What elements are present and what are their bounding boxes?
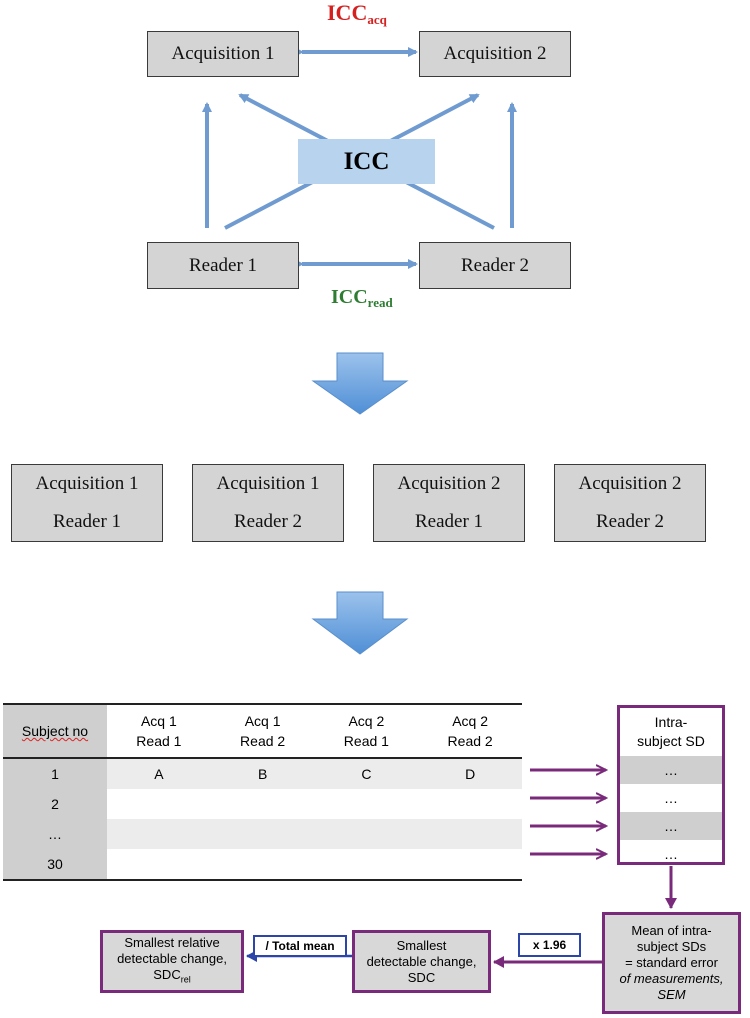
times-1-96-label: x 1.96: [518, 933, 581, 957]
sem-box: Mean of intra- subject SDs = standard er…: [602, 912, 741, 1014]
sd-cell: …: [620, 812, 722, 840]
icc-acq-sub: acq: [367, 12, 387, 27]
value-cell: [107, 819, 211, 849]
header-acq2-read1: Acq 2 Read 1: [314, 703, 419, 759]
icc-acq-main: ICC: [327, 0, 368, 25]
sem-line: subject SDs: [636, 939, 707, 954]
header-acq1-read1: Acq 1 Read 1: [107, 703, 211, 759]
header-acq2-read2: Acq 2 Read 2: [418, 703, 522, 759]
combo-box-1: Acquisition 1 Reader 1: [11, 464, 163, 542]
sdc-line: SDC: [407, 969, 436, 985]
sdc-rel-line: Smallest relative: [124, 935, 220, 951]
combo-acq-label: Acquisition 2: [397, 473, 501, 494]
value-cell: [315, 789, 419, 819]
sdc-rel-text: SDC: [153, 967, 181, 983]
sd-cell: …: [664, 790, 678, 806]
value-cell: [107, 789, 211, 819]
combo-acq-label: Acquisition 2: [578, 473, 682, 494]
reader-1-box: Reader 1: [147, 242, 299, 289]
divide-total-mean-label: / Total mean: [253, 935, 347, 957]
intra-subject-sd-column: Intra- subject SD … … … …: [617, 705, 725, 865]
table-row: …: [3, 819, 522, 849]
subject-cell: 1: [3, 758, 107, 789]
icc-read-label: ICCread: [331, 286, 393, 311]
header-subject-no: Subject no: [3, 703, 107, 759]
sd-cell: …: [664, 846, 678, 862]
sem-line: Mean of intra-: [631, 923, 712, 938]
down-arrow-1: [311, 352, 409, 415]
table-row: 2: [3, 789, 522, 819]
combo-reader-label: Reader 1: [414, 511, 484, 532]
value-cell: [210, 819, 315, 849]
icc-acq-label: ICCacq: [327, 0, 387, 28]
sem-line: SEM: [657, 987, 686, 1002]
acquisition-1-box: Acquisition 1: [147, 31, 299, 77]
combo-reader-label: Reader 2: [595, 511, 665, 532]
value-cell: [211, 789, 315, 819]
sdc-rel-line: SDCrel: [153, 967, 190, 988]
header-acq1-read2: Acq 1 Read 2: [210, 703, 315, 759]
value-cell: [418, 789, 522, 819]
subject-cell: 2: [3, 789, 107, 819]
table-row: 30: [3, 849, 522, 881]
down-arrow-2: [311, 591, 409, 655]
value-cell: C: [314, 758, 419, 789]
table-header-row: Subject no Acq 1 Read 1 Acq 1 Read 2 Acq…: [3, 703, 522, 759]
sd-cell: …: [620, 756, 722, 784]
combo-reader-label: Reader 2: [233, 511, 303, 532]
sdc-line: detectable change,: [366, 953, 477, 969]
sem-line: of measurements,: [619, 971, 724, 986]
reader-2-box: Reader 2: [419, 242, 571, 289]
combo-acq-label: Acquisition 1: [35, 473, 139, 494]
value-cell: D: [418, 758, 522, 789]
sd-header: Intra- subject SD: [637, 714, 705, 749]
icc-read-sub: read: [367, 295, 393, 310]
sdc-line: Smallest: [396, 937, 447, 953]
table-row: 1 A B C D: [3, 758, 522, 789]
combo-box-4: Acquisition 2 Reader 2: [554, 464, 706, 542]
value-cell: [418, 849, 522, 881]
sem-line: = standard error: [625, 955, 718, 970]
sdc-rel-sub: rel: [180, 974, 191, 985]
value-cell: [210, 849, 315, 881]
combo-acq-label: Acquisition 1: [216, 473, 320, 494]
icc-read-main: ICC: [331, 286, 368, 308]
combo-reader-label: Reader 1: [52, 511, 122, 532]
combo-box-3: Acquisition 2 Reader 1: [373, 464, 525, 542]
value-cell: [107, 849, 211, 881]
value-cell: B: [210, 758, 315, 789]
value-cell: [314, 849, 419, 881]
combo-box-2: Acquisition 1 Reader 2: [192, 464, 344, 542]
icc-center-label: ICC: [298, 139, 435, 184]
sdc-box: Smallest detectable change, SDC: [352, 930, 491, 993]
acquisition-2-box: Acquisition 2: [419, 31, 571, 77]
measurement-table: Subject no Acq 1 Read 1 Acq 1 Read 2 Acq…: [3, 703, 522, 881]
subject-cell: 30: [3, 849, 107, 881]
sdc-rel-line: detectable change,: [117, 951, 227, 967]
value-cell: [314, 819, 419, 849]
sdc-rel-box: Smallest relative detectable change, SDC…: [100, 930, 244, 993]
subject-cell: …: [3, 819, 107, 849]
value-cell: [418, 819, 522, 849]
value-cell: A: [107, 758, 211, 789]
header-subject-text: Subject no: [21, 723, 89, 739]
